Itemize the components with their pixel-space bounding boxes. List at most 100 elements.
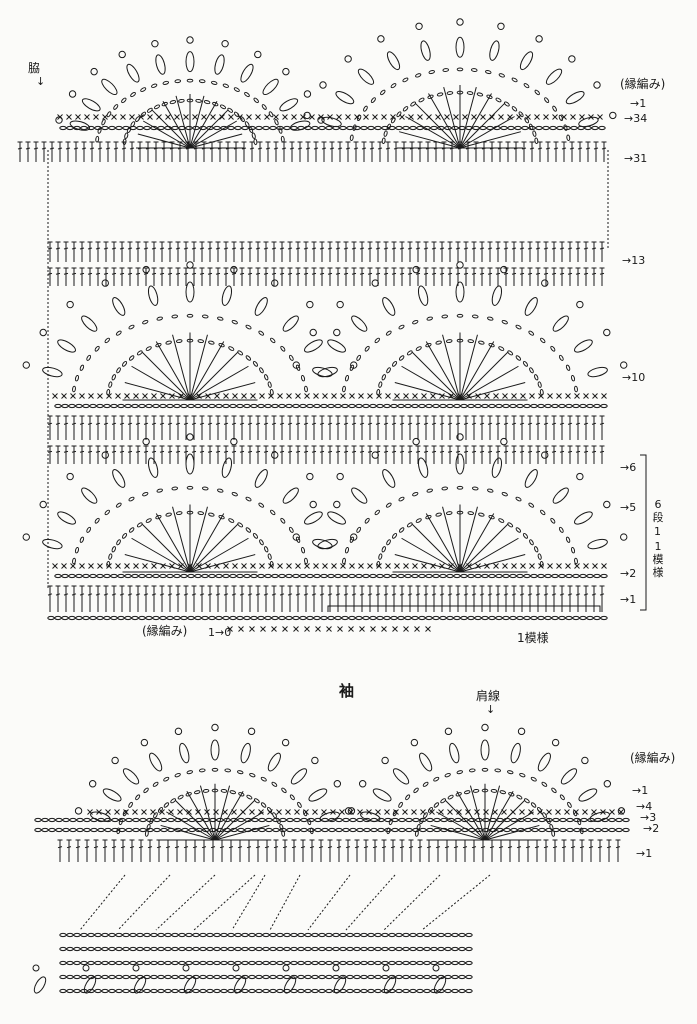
- chain-stitch: [417, 285, 429, 306]
- double-crochet: [591, 247, 597, 250]
- chain-stitch: [201, 615, 209, 621]
- chain-stitch: [406, 522, 413, 528]
- single-crochet: [52, 393, 58, 399]
- double-crochet: [449, 147, 455, 150]
- double-crochet: [343, 422, 349, 425]
- fan-ray: [189, 133, 243, 149]
- double-crochet: [570, 846, 576, 849]
- double-crochet: [463, 247, 469, 250]
- chain-stitch: [428, 70, 435, 75]
- double-crochet: [391, 247, 397, 250]
- chain-stitch: [244, 817, 252, 823]
- double-crochet: [407, 272, 413, 275]
- chain-stitch: [262, 974, 270, 980]
- double-crochet: [423, 593, 429, 596]
- double-crochet: [321, 147, 327, 150]
- single-crochet: [597, 114, 603, 120]
- chain-stitch: [465, 932, 473, 938]
- picot: [336, 472, 344, 481]
- chain-stitch: [423, 125, 431, 131]
- chain-stitch: [490, 788, 498, 793]
- double-crochet: [407, 593, 413, 596]
- single-crochet: [255, 114, 261, 120]
- chain-stitch: [101, 125, 109, 131]
- chain-stitch: [363, 827, 371, 833]
- double-crochet: [591, 593, 597, 596]
- single-crochet: [345, 114, 351, 120]
- chain-stitch: [530, 573, 538, 579]
- chain-stitch: [327, 573, 335, 579]
- chain-stitch: [255, 960, 263, 966]
- picot: [140, 738, 149, 747]
- chain-stitch: [145, 615, 153, 621]
- double-crochet: [289, 147, 295, 150]
- single-crochet: [565, 563, 571, 569]
- chain-stitch: [54, 403, 62, 409]
- chain-stitch: [231, 491, 238, 497]
- single-crochet: [340, 563, 346, 569]
- picot: [500, 437, 508, 446]
- chain-stitch: [237, 817, 245, 823]
- chain-stitch: [213, 988, 221, 994]
- single-crochet: [471, 114, 477, 120]
- chain-stitch: [153, 827, 161, 833]
- chain-stitch: [455, 792, 462, 797]
- double-crochet: [399, 272, 405, 275]
- chain-stitch: [195, 817, 203, 823]
- chain-stitch: [248, 974, 256, 980]
- single-crochet: [510, 809, 516, 815]
- chain-stitch: [241, 932, 249, 938]
- chain-stitch: [376, 573, 384, 579]
- picot: [182, 964, 190, 972]
- chain-stitch: [402, 960, 410, 966]
- chain-stitch: [250, 403, 258, 409]
- chain-stitch: [87, 960, 95, 966]
- double-crochet: [71, 247, 77, 250]
- double-crochet: [503, 422, 509, 425]
- double-crochet: [439, 593, 445, 596]
- edging-label-top: (縁編み): [620, 77, 666, 91]
- chain-stitch: [236, 403, 244, 409]
- double-crochet: [375, 272, 381, 275]
- chain-stitch: [426, 316, 433, 321]
- chain-stitch: [174, 79, 182, 84]
- single-crochet: [381, 114, 387, 120]
- fan-ray: [459, 351, 509, 401]
- single-crochet: [61, 393, 67, 399]
- single-crochet: [466, 393, 472, 399]
- chain-stitch: [313, 573, 321, 579]
- double-crochet: [49, 147, 55, 150]
- chain-stitch: [42, 366, 63, 378]
- chain-stitch: [248, 960, 256, 966]
- chain-stitch: [304, 974, 312, 980]
- single-crochet: [285, 809, 291, 815]
- chain-stitch: [458, 988, 466, 994]
- chain-stitch: [202, 817, 210, 823]
- chain-stitch: [416, 125, 424, 131]
- chain-stitch: [55, 827, 63, 833]
- chain-stitch: [404, 615, 412, 621]
- row-number: →1: [632, 784, 649, 797]
- chain-stitch: [367, 988, 375, 994]
- chain-stitch: [476, 92, 484, 97]
- fan-ray: [175, 95, 191, 149]
- chain-stitch: [186, 338, 194, 343]
- double-crochet: [279, 247, 285, 250]
- chain-stitch: [579, 615, 587, 621]
- chain-stitch: [540, 337, 546, 344]
- double-crochet: [575, 450, 581, 453]
- chain-stitch: [124, 403, 132, 409]
- double-crochet: [271, 422, 277, 425]
- chain-stitch: [115, 988, 123, 994]
- picot: [66, 300, 74, 309]
- chain-stitch: [565, 573, 573, 579]
- single-crochet: [357, 809, 363, 815]
- double-crochet: [489, 846, 495, 849]
- single-crochet: [475, 393, 481, 399]
- double-crochet: [511, 247, 517, 250]
- single-crochet: [448, 393, 454, 399]
- chain-stitch: [451, 946, 459, 952]
- chain-stitch: [61, 573, 69, 579]
- single-crochet: [574, 563, 580, 569]
- chain-stitch: [163, 776, 170, 782]
